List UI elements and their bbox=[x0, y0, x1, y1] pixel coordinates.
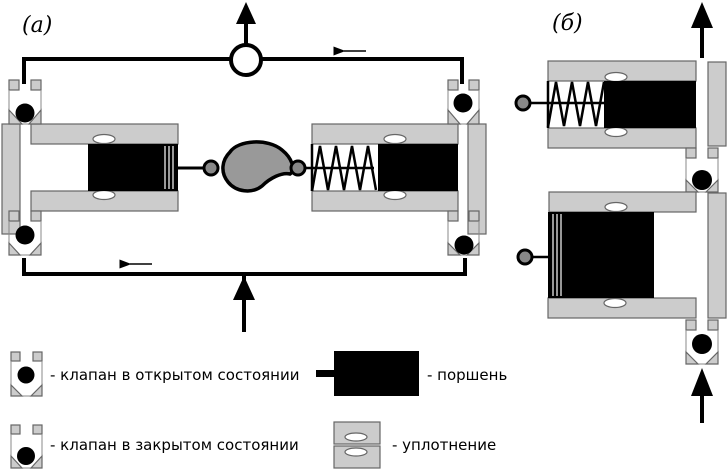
valve-left-top bbox=[8, 79, 42, 125]
pivot bbox=[202, 159, 220, 177]
cylinder-wall bbox=[707, 61, 727, 147]
legend-seal-icon bbox=[333, 421, 381, 469]
legend-piston-icon bbox=[316, 351, 419, 396]
valve-ball bbox=[15, 103, 35, 123]
seal bbox=[604, 201, 628, 213]
seal bbox=[383, 133, 407, 145]
inlet-arrow-icon bbox=[233, 276, 255, 300]
valve-right-bottom bbox=[447, 210, 480, 256]
seal bbox=[603, 297, 627, 309]
pivot bbox=[516, 248, 534, 266]
inlet-arrow-icon bbox=[691, 368, 713, 396]
cylinder-wall bbox=[707, 192, 727, 319]
valve-left-bottom bbox=[8, 210, 42, 256]
piston bbox=[378, 144, 458, 191]
seal bbox=[604, 71, 628, 83]
spring bbox=[546, 81, 606, 128]
outlet-arrow-icon bbox=[691, 2, 713, 28]
valve-ball bbox=[454, 235, 474, 255]
legend-valve-open-label: - клапан в открытом состоянии bbox=[50, 366, 299, 384]
valve-bottom bbox=[685, 319, 719, 365]
seal bbox=[92, 133, 116, 145]
legend-valve-closed-label: - клапан в закрытом состоянии bbox=[50, 436, 299, 454]
piston bbox=[548, 212, 654, 298]
spring bbox=[310, 145, 378, 192]
legend-valve-closed-icon bbox=[10, 424, 43, 469]
right-cylinder bbox=[289, 123, 487, 235]
pivot bbox=[289, 159, 307, 177]
valve-ball bbox=[15, 225, 35, 245]
piston bbox=[88, 144, 178, 191]
legend-seal-label: - уплотнение bbox=[392, 436, 496, 454]
seal bbox=[604, 126, 628, 138]
piston bbox=[604, 81, 696, 128]
legend-piston-label: - поршень bbox=[427, 366, 507, 384]
outlet-pipe bbox=[22, 2, 464, 84]
pivot bbox=[514, 94, 532, 112]
valve-ball bbox=[453, 93, 473, 113]
upper-cylinder bbox=[514, 60, 727, 149]
panel-a-label: (а) bbox=[22, 13, 52, 38]
valve-ball bbox=[692, 334, 712, 354]
seal bbox=[383, 189, 407, 201]
legend-valve-open-icon bbox=[10, 351, 43, 397]
valve-right-top bbox=[447, 79, 480, 125]
seal bbox=[92, 189, 116, 201]
valve-ball bbox=[692, 170, 712, 190]
left-cylinder bbox=[1, 123, 220, 235]
valve-middle bbox=[685, 147, 719, 193]
lower-cylinder bbox=[516, 191, 727, 319]
inlet-pipe bbox=[22, 258, 467, 332]
outlet-arrow-icon bbox=[236, 2, 256, 24]
cam bbox=[221, 140, 295, 193]
panel-b-label: (б) bbox=[552, 11, 583, 36]
legend: - клапан в открытом состоянии - клапан в… bbox=[10, 351, 507, 469]
junction-circle bbox=[229, 43, 263, 77]
